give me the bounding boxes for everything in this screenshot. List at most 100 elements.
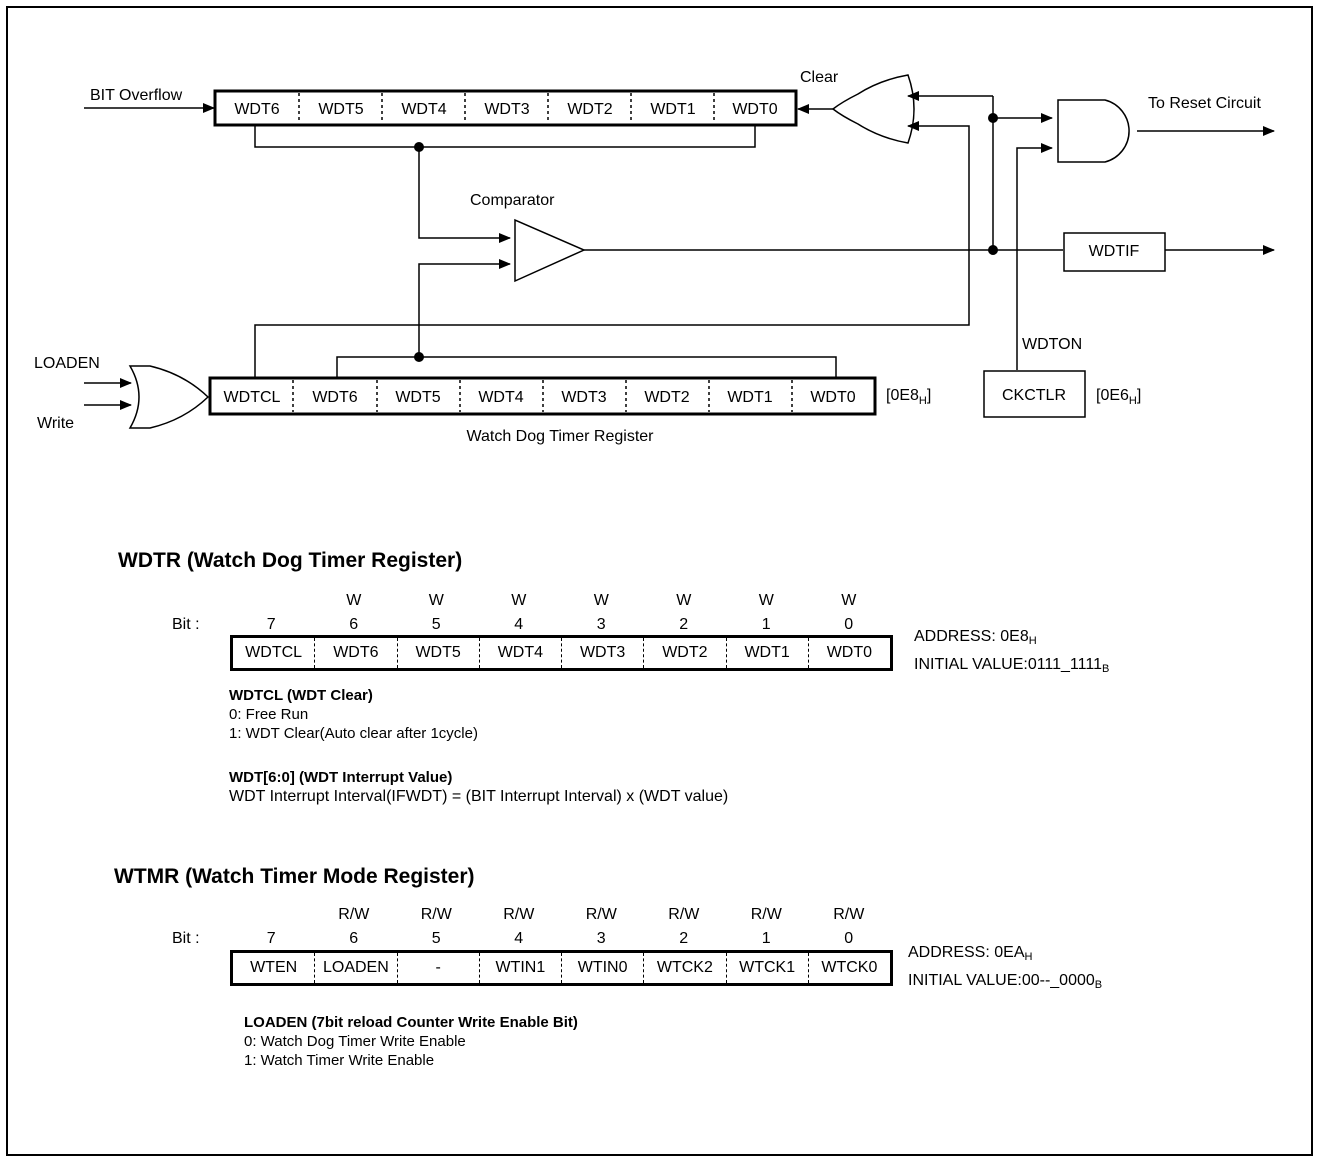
wtmr-bit-label: Bit : [172,930,200,947]
access-cell: R/W [503,906,535,923]
comparator-label: Comparator [470,192,555,209]
bit-number: 0 [844,930,854,947]
clear-label: Clear [800,69,839,86]
wdtr-bit-row: 7 6 5 4 3 2 1 0 [230,616,890,634]
bit-number: 3 [596,616,606,633]
load-or-gate [128,365,210,429]
wdt-block-diagram: BIT Overflow Clear To Reset Circuit Comp… [34,69,1275,445]
wdtr-access-row: W W W W W W W [230,592,890,610]
clear-or-gate [831,74,915,144]
wdtif-box [1063,232,1166,272]
wtmr-title: WTMR (Watch Timer Mode Register) [114,865,475,888]
counter-cell-labels: WDT6 WDT5 WDT4 WDT3 WDT2 WDT1 WDT0 [234,101,777,118]
ckctlr-label: CKCTLR [1002,387,1066,404]
access-cell: W [511,592,527,609]
wtmr-desc-loaden: LOADEN (7bit reload Counter Write Enable… [244,1014,578,1069]
counter-cell: WDT2 [567,101,612,118]
write-label: Write [37,415,74,432]
wdtr-cell: WDT0 [807,638,890,668]
wtmr-cell: WTCK2 [643,953,725,983]
register-cell: WDT2 [644,389,689,406]
counter-cell: WDT6 [234,101,279,118]
bit-overflow-label: BIT Overflow [90,87,183,104]
register-cell: WDT1 [727,389,772,406]
junction-dot [414,142,424,152]
access-cell: W [593,592,609,609]
wtmr-address: ADDRESS: 0EAH INITIAL VALUE:00--_0000B [908,944,1103,991]
wdtr-cell: WDT3 [561,638,643,668]
wtmr-cell: WTCK0 [807,953,890,983]
register-bus [336,356,837,378]
wdton-label: WDTON [1022,336,1082,353]
wdton-wire [1016,143,1053,370]
loaden-label: LOADEN [34,355,100,372]
register-address: [0E8H] [886,387,931,407]
access-cell: W [758,592,774,609]
bit-number: 6 [349,616,359,633]
wtmr-access-row: R/W R/W R/W R/W R/W R/W R/W [230,906,890,924]
wtmr-cell: WTCK1 [725,953,808,983]
bit-number: 5 [431,616,441,633]
comparator-symbol [514,218,586,283]
access-cell: R/W [585,906,617,923]
wdtr-desc-wdtcl: WDTCL (WDT Clear) 0: Free Run 1: WDT Cle… [229,687,478,742]
wtmr-register: WTEN LOADEN - WTIN1 WTIN0 WTCK2 WTCK1 WT… [230,950,893,986]
bit-number: 1 [761,930,771,947]
wtmr-cell: LOADEN [314,953,396,983]
wdtr-cell: WDT5 [396,638,479,668]
counter-cell: WDT3 [484,101,529,118]
wtmr-cell: WTIN1 [478,953,561,983]
counter-cell: WDT0 [732,101,777,118]
bit-number: 3 [596,930,606,947]
wtmr-cell: - [396,953,479,983]
access-cell: W [428,592,444,609]
wdt-register-box [208,376,877,416]
register-cell: WDT3 [561,389,606,406]
wdtcl-feedback [254,121,970,378]
wdtr-address: ADDRESS: 0E8H INITIAL VALUE:0111_1111B [914,628,1110,675]
register-cell: WDTCL [224,389,281,406]
access-cell: W [676,592,692,609]
access-cell [230,906,313,924]
access-cell: R/W [420,906,452,923]
access-cell: W [346,592,362,609]
and-gate [1057,99,1130,163]
bit-number: 5 [431,930,441,947]
wdtr-register: WDTCL WDT6 WDT5 WDT4 WDT3 WDT2 WDT1 WDT0 [230,635,893,671]
wtmr-bit-row: 7 6 5 4 3 2 1 0 [230,930,890,948]
bit-number: 6 [349,930,359,947]
wdtr-cell: WDT2 [643,638,725,668]
wdtr-cell: WDTCL [245,644,303,661]
bit-number: 2 [679,930,689,947]
bit-number: 1 [761,616,771,633]
register-cell: WDT0 [810,389,855,406]
wdtr-title: WDTR (Watch Dog Timer Register) [118,549,463,572]
access-cell: R/W [668,906,700,923]
ckctlr-address: [0E6H] [1096,387,1141,407]
wdtr-bit-label: Bit : [172,616,200,633]
wdtr-cell: WDT1 [725,638,808,668]
bit-number: 4 [514,616,524,633]
access-cell: W [841,592,857,609]
register-to-comparator [418,259,511,357]
wdtr-cell: WDT4 [478,638,561,668]
wdt-counter-box [213,89,798,127]
access-cell: R/W [833,906,865,923]
wdtr-cell: WDT6 [314,638,396,668]
access-cell [230,592,313,610]
bit-number: 0 [844,616,854,633]
to-reset-label: To Reset Circuit [1148,95,1261,112]
register-cell: WDT5 [395,389,440,406]
register-cell: WDT6 [312,389,357,406]
counter-cell: WDT1 [650,101,695,118]
counter-dividers [298,93,715,123]
bit-number: 2 [679,616,689,633]
register-cell: WDT4 [478,389,523,406]
counter-cell: WDT4 [401,101,446,118]
junction-dot [988,113,998,123]
junction-dot [414,352,424,362]
counter-bus [254,125,756,148]
wdtif-label: WDTIF [1089,243,1140,260]
access-cell: R/W [750,906,782,923]
ckctlr-box [983,370,1086,418]
